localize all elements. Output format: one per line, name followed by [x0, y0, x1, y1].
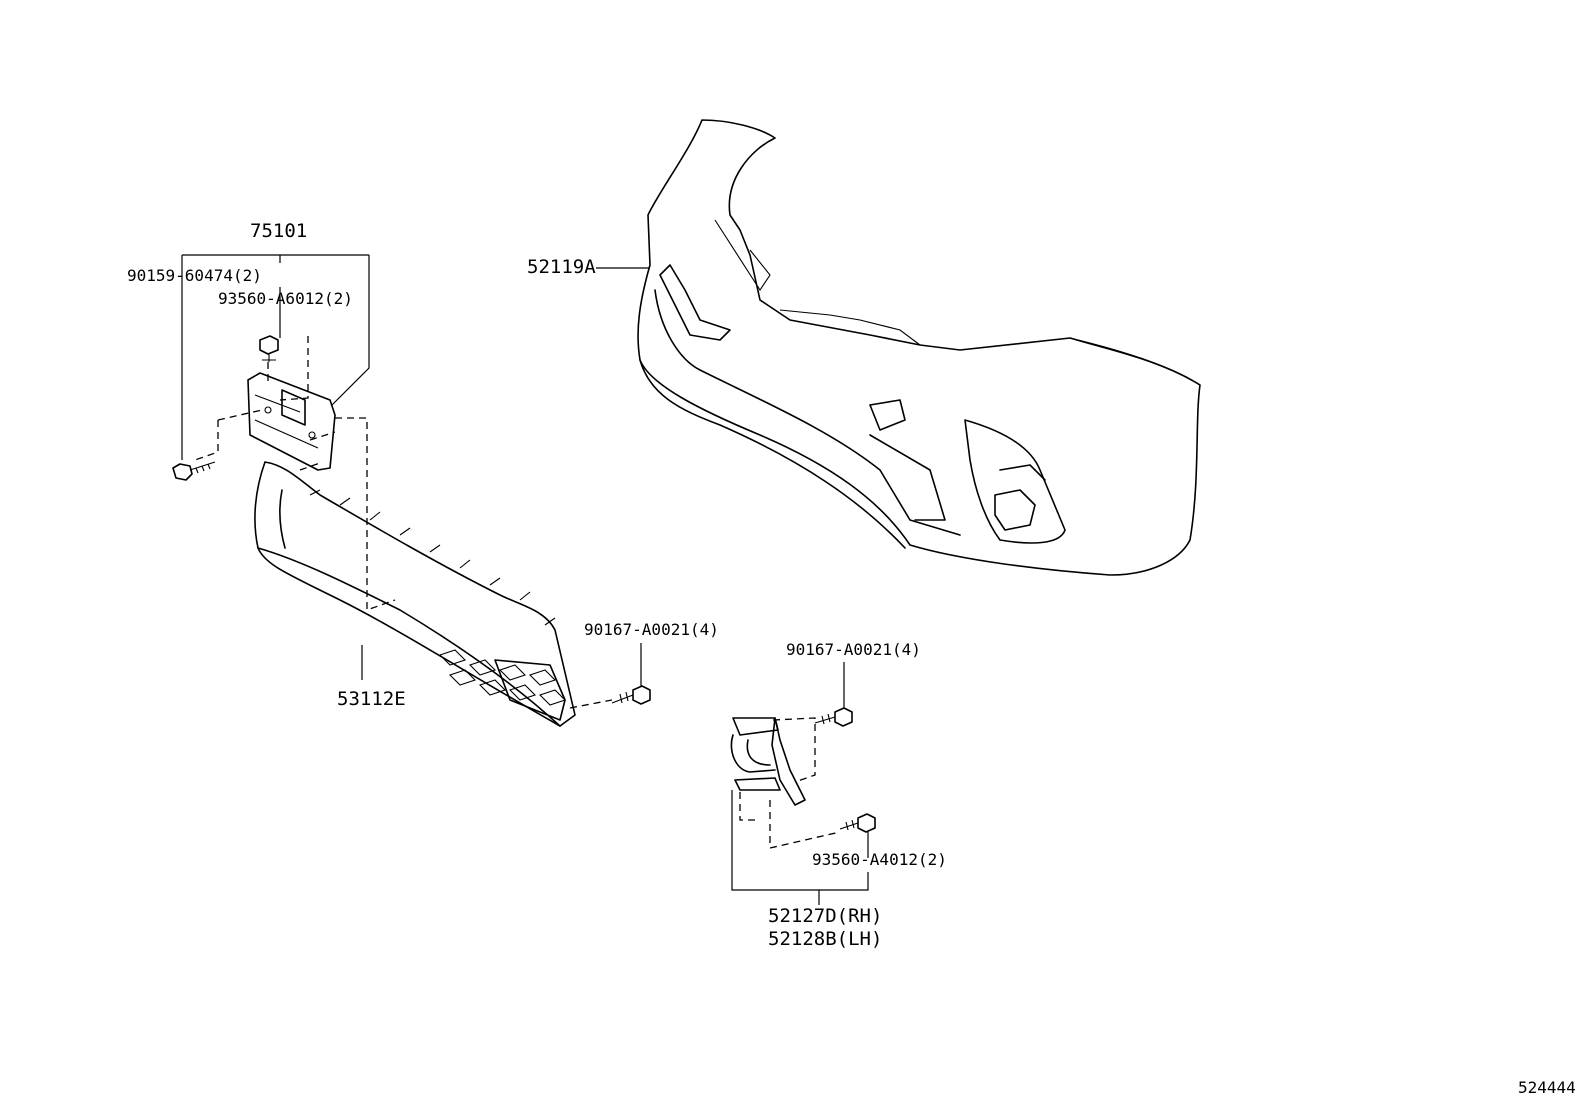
nut-icon: [839, 813, 876, 833]
license-bracket-drawing: [247, 372, 336, 471]
label-90167-a0021-right: 90167-A0021(4): [786, 640, 921, 659]
bolt-icon: [611, 685, 651, 705]
grille-drawing: [254, 461, 576, 727]
assembly-lines: [194, 336, 841, 849]
label-52128b-lh: 52128B(LH): [768, 928, 883, 950]
label-90159-60474: 90159-60474(2): [127, 266, 262, 285]
label-52119a: 52119A: [527, 256, 596, 278]
bolt-icon: [814, 707, 853, 727]
screw-icon: [172, 461, 216, 481]
nut-icon: [259, 335, 279, 362]
label-90167-a0021-left: 90167-A0021(4): [584, 620, 719, 639]
leader-lines: [181, 254, 869, 905]
label-52127d-rh: 52127D(RH): [768, 905, 883, 927]
label-75101: 75101: [250, 220, 308, 242]
label-93560-a6012: 93560-A6012(2): [218, 289, 353, 308]
label-53112e: 53112E: [337, 688, 406, 710]
bumper-cover-drawing: [637, 119, 1201, 576]
fog-cover-drawing: [730, 717, 806, 806]
diagram-number: 524444: [1518, 1078, 1576, 1097]
label-93560-a4012: 93560-A4012(2): [812, 850, 947, 869]
